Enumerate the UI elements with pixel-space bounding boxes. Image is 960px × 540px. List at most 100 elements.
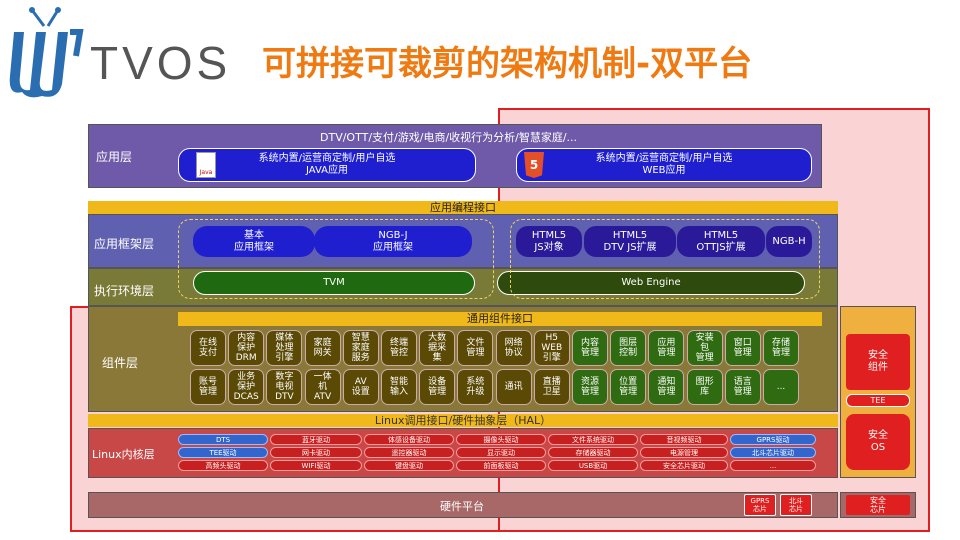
- component-row1-14: 窗口 管理: [724, 330, 761, 366]
- component-row1-1: 内容 保护 DRM: [228, 330, 265, 366]
- security-chip-label: 安全 芯片: [870, 496, 886, 514]
- component-row1-7: 文件 管理: [457, 330, 494, 366]
- driver-row1-1: 蓝牙驱动: [270, 434, 362, 445]
- component-row2-9: 直播 卫星: [533, 369, 570, 405]
- fw-basic: 基本 应用框架: [193, 226, 315, 257]
- driver-row2-0: TEE驱动: [178, 447, 268, 458]
- tee-badge: TEE: [846, 394, 910, 407]
- driver-row2-4: 存储器驱动: [548, 447, 638, 458]
- kernel-layer-label: Linux内核层: [92, 448, 155, 461]
- component-row2-15: ...: [763, 369, 799, 405]
- driver-row2-5: 电源管理: [640, 447, 728, 458]
- driver-row3-5: 安全芯片驱动: [640, 460, 728, 471]
- fw-html5-js: HTML5 JS对象: [516, 226, 582, 257]
- component-row2-5: 智能 输入: [381, 369, 417, 405]
- fw-html5-dtv: HTML5 DTV JS扩展: [584, 226, 676, 257]
- security-chip: 安全 芯片: [846, 495, 910, 515]
- component-row1-15: 存储 管理: [763, 330, 799, 366]
- security-component: 安全 组件: [846, 334, 910, 390]
- component-row1-9: H5 WEB 引擎: [533, 330, 570, 366]
- component-band: 通用组件接口: [178, 312, 822, 326]
- tvos-logo: TVOS: [6, 6, 227, 98]
- tvm-label: TVM: [323, 277, 345, 288]
- runtime-layer-label: 执行环境层: [94, 284, 155, 298]
- hal-band: Linux调用接口/硬件抽象层（HAL）: [88, 414, 838, 427]
- driver-row1-4: 文件系统驱动: [548, 434, 638, 445]
- driver-row2-2: 遥控器驱动: [364, 447, 454, 458]
- java-app-text: 系统内置/运营商定制/用户自选 JAVA应用: [258, 153, 396, 176]
- fw-html5-ott-label: HTML5 OTTJS扩展: [696, 229, 746, 253]
- component-row1-10: 内容 管理: [572, 330, 608, 366]
- framework-layer-label: 应用框架层: [94, 237, 155, 251]
- beidou-chip-label: 北斗 芯片: [789, 497, 803, 513]
- gprs-chip: GPRS 芯片: [744, 494, 776, 516]
- driver-row1-0: DTS: [178, 434, 268, 445]
- tee-label: TEE: [870, 395, 886, 405]
- driver-row1-5: 音视频驱动: [640, 434, 728, 445]
- driver-row1-2: 体感设备驱动: [364, 434, 454, 445]
- component-row2-10: 资源 管理: [572, 369, 608, 405]
- driver-row2-6: 北斗芯片驱动: [730, 447, 816, 458]
- security-os-label: 安全 OS: [868, 430, 888, 453]
- component-row1-12: 应用 管理: [648, 330, 685, 366]
- logo-text: TVOS: [90, 37, 232, 89]
- component-row2-1: 业务 保护 DCAS: [228, 369, 265, 405]
- app-layer-label: 应用层: [96, 150, 133, 164]
- fw-ngbh: NGB-H: [766, 226, 812, 257]
- component-row2-6: 设备 管理: [419, 369, 456, 405]
- driver-row1-3: 摄像头驱动: [456, 434, 546, 445]
- component-row1-4: 智慧 家庭 服务: [342, 330, 379, 366]
- driver-row3-4: USB驱动: [548, 460, 638, 471]
- component-row1-6: 大数 据采 集: [419, 330, 456, 366]
- component-row2-3: 一体 机 ATV: [304, 369, 341, 405]
- component-row2-13: 图形 库: [686, 369, 723, 405]
- web-engine-box: Web Engine: [497, 271, 805, 295]
- component-row1-3: 家庭 网关: [304, 330, 341, 366]
- driver-row3-2: 键盘驱动: [364, 460, 454, 471]
- security-os: 安全 OS: [846, 414, 910, 470]
- component-row2-4: AV 设置: [342, 369, 379, 405]
- hardware-layer: [88, 492, 838, 518]
- web-engine-label: Web Engine: [621, 277, 681, 288]
- api-band: 应用编程接口: [88, 201, 838, 214]
- tvm-box: TVM: [193, 271, 475, 295]
- fw-html5-dtv-label: HTML5 DTV JS扩展: [603, 229, 657, 253]
- driver-row3-0: 高频头驱动: [178, 460, 268, 471]
- fw-html5-js-label: HTML5 JS对象: [531, 229, 567, 253]
- component-row1-13: 安装 包 管理: [686, 330, 723, 366]
- driver-row3-3: 前面板驱动: [456, 460, 546, 471]
- web-app-text: 系统内置/运营商定制/用户自选 WEB应用: [595, 153, 733, 176]
- hardware-layer-label: 硬件平台: [440, 500, 484, 513]
- component-row1-0: 在线 支付: [190, 330, 226, 366]
- driver-row1-6: GPRS驱动: [730, 434, 816, 445]
- component-row1-2: 媒体 处理 引擎: [266, 330, 303, 366]
- component-row2-2: 数字 电视 DTV: [266, 369, 303, 405]
- component-row1-11: 图层 控制: [610, 330, 647, 366]
- component-row2-11: 位置 管理: [610, 369, 647, 405]
- fw-basic-label: 基本 应用框架: [234, 229, 274, 253]
- html5-icon: 5: [524, 152, 544, 178]
- driver-row3-6: ...: [730, 460, 816, 471]
- component-row2-12: 通知 管理: [648, 369, 685, 405]
- web-stack-dashed: [510, 219, 820, 299]
- component-layer-label: 组件层: [102, 356, 139, 370]
- fw-html5-ott: HTML5 OTTJS扩展: [677, 226, 765, 257]
- java-app-box: 系统内置/运营商定制/用户自选 JAVA应用: [178, 148, 476, 182]
- java-stack-dashed: [178, 219, 494, 299]
- component-row1-5: 终端 管控: [381, 330, 417, 366]
- page-title: 可拼接可裁剪的架构机制-双平台: [262, 44, 753, 84]
- fw-ngbj-label: NGB-J 应用框架: [373, 229, 413, 253]
- driver-row2-3: 显示驱动: [456, 447, 546, 458]
- component-row2-7: 系统 升级: [457, 369, 494, 405]
- tvos-logo-icon: [9, 7, 84, 98]
- fw-ngbh-label: NGB-H: [772, 235, 806, 247]
- component-row2-8: 通讯: [495, 369, 532, 405]
- driver-row3-1: WIFI驱动: [270, 460, 362, 471]
- driver-row2-1: 网卡驱动: [270, 447, 362, 458]
- security-component-label: 安全 组件: [868, 350, 888, 373]
- app-layer-top-text: DTV/OTT/支付/游戏/电商/收视行为分析/智慧家庭/...: [320, 131, 578, 144]
- component-row2-0: 账号 管理: [190, 369, 226, 405]
